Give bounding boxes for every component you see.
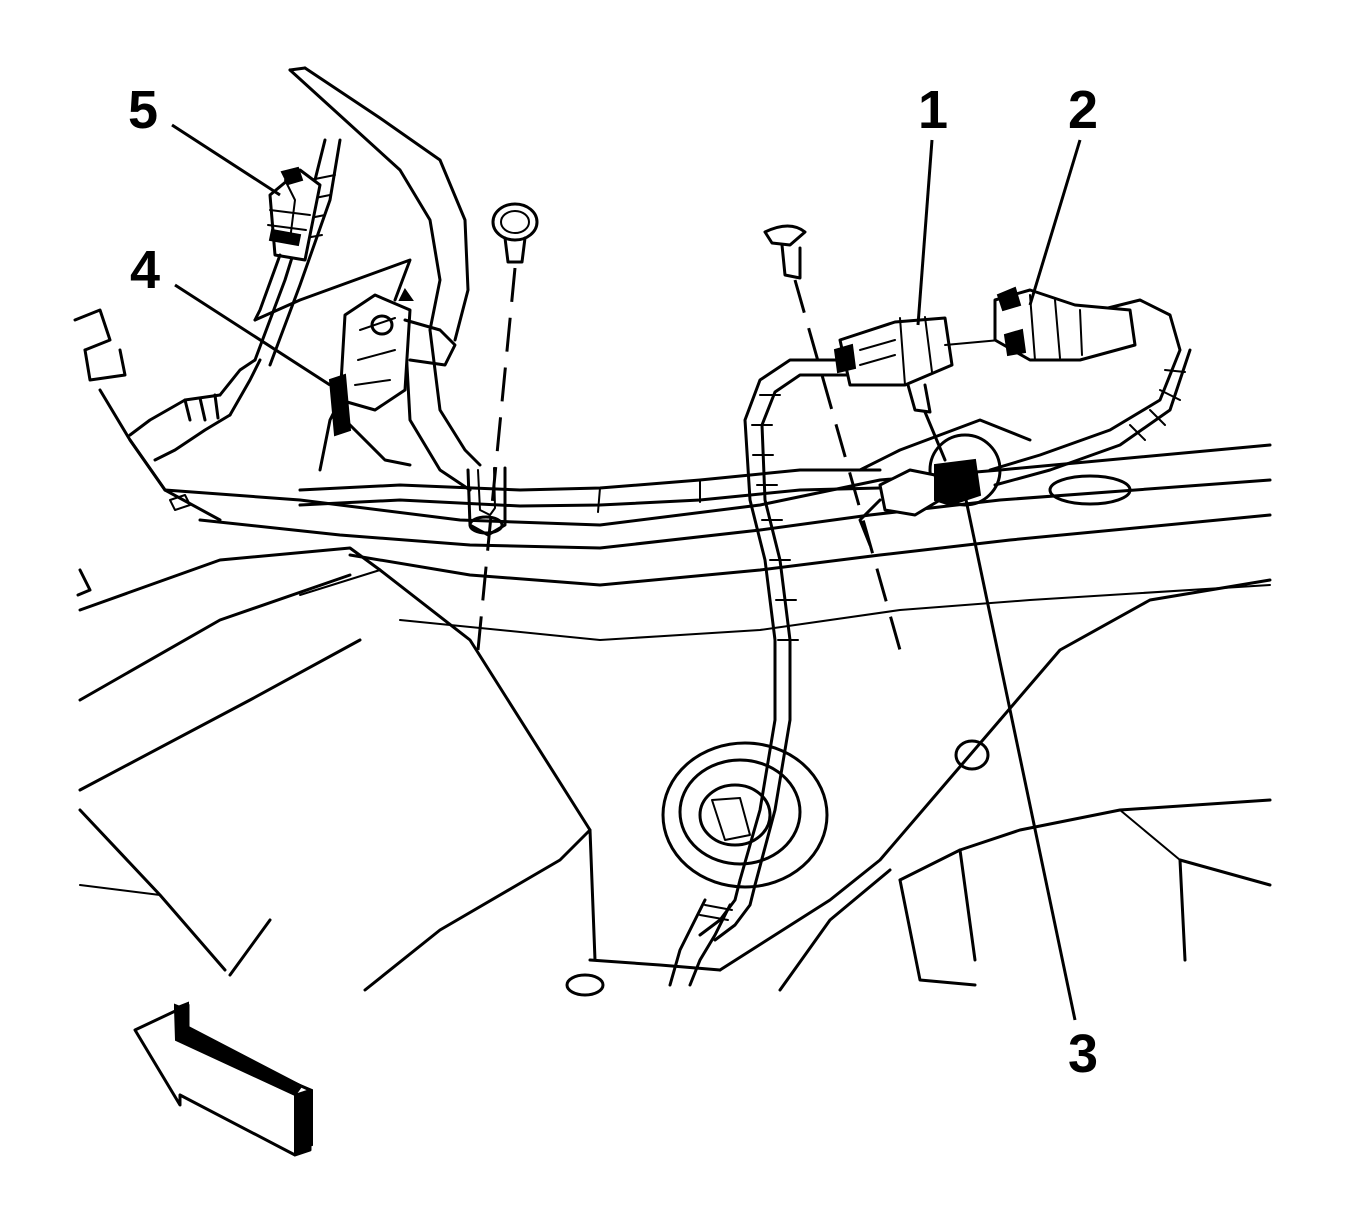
callout-3: 3: [1068, 1024, 1098, 1084]
harness-clip-left: [466, 202, 539, 651]
callout-leaders: [171, 123, 1082, 1021]
front-direction-arrow-icon: [133, 1001, 313, 1157]
callout-2: 2: [1068, 80, 1098, 140]
wiring-harness: [128, 66, 1192, 987]
connector-4: [328, 288, 457, 437]
connector-5: [253, 166, 412, 322]
connector-1: [833, 316, 1001, 462]
connector-3: [858, 458, 982, 547]
harness-clip-right: [763, 224, 902, 651]
connector-2: [993, 286, 1137, 362]
callout-5: 5: [128, 80, 158, 140]
callout-4: 4: [130, 240, 160, 300]
vehicle-body-panel: [73, 308, 1272, 997]
callout-1: 1: [918, 80, 948, 140]
